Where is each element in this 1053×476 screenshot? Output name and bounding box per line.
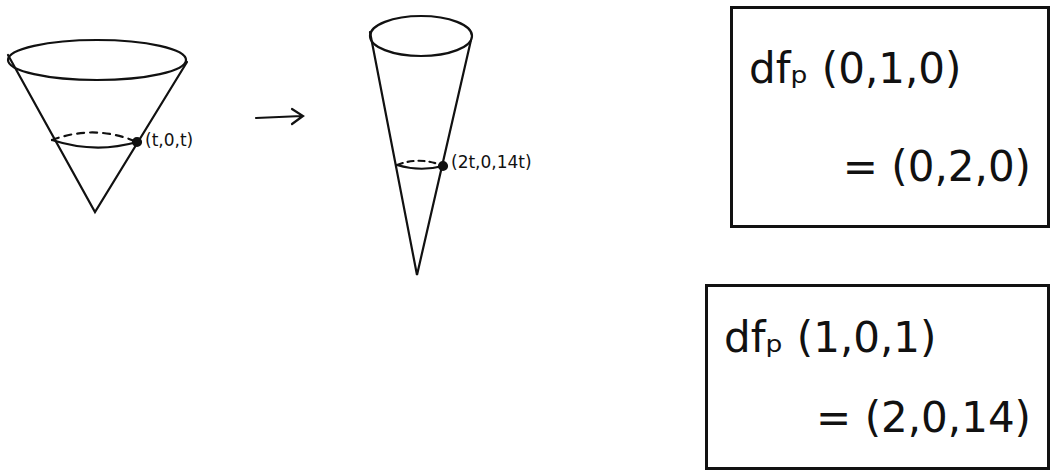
cone-slice — [397, 165, 443, 169]
point — [439, 162, 447, 170]
cone-rim — [8, 40, 186, 80]
point-label: (t,0,t) — [145, 130, 193, 150]
equation-text: dfₚ (0,1,0) — [749, 37, 1031, 100]
cone-slice — [52, 140, 137, 148]
point-label: (2t,0,14t) — [451, 152, 532, 172]
equation-box: dfₚ (0,1,0) = (0,2,0) — [730, 6, 1050, 228]
equation-box: dfₚ (1,0,1) = (2,0,14) — [705, 284, 1050, 470]
equation-text: = (2,0,14) — [724, 386, 1031, 449]
cone-slice-hidden — [397, 161, 443, 166]
point — [133, 138, 141, 146]
cone-rim — [370, 16, 472, 56]
equation-text: dfₚ (1,0,1) — [724, 306, 1031, 369]
map-arrow — [256, 109, 303, 124]
cone-slice-hidden — [52, 132, 137, 142]
equation-text: = (0,2,0) — [749, 135, 1031, 198]
